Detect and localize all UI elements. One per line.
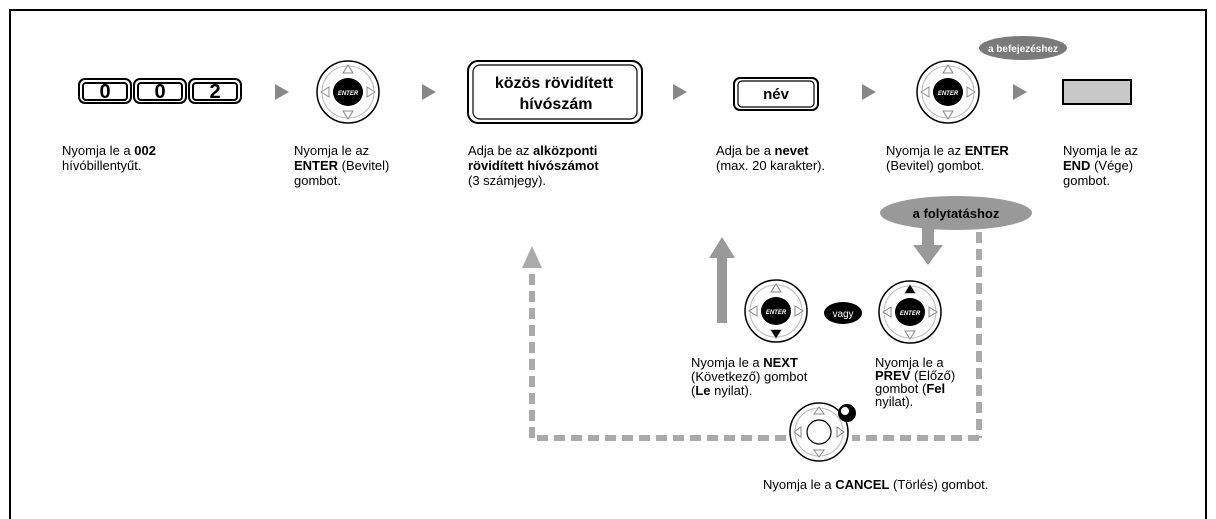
digit-key-3: 2 <box>188 78 242 104</box>
cancel-button-icon <box>838 404 856 422</box>
svg-text:hívószám: hívószám <box>520 96 593 113</box>
svg-text:0: 0 <box>99 81 110 103</box>
svg-text:0: 0 <box>154 81 165 103</box>
to-finish-badge: a befejezéshez <box>979 36 1067 60</box>
dashed-loop-line <box>529 232 982 441</box>
flow-arrow-1 <box>275 84 289 100</box>
svg-text:ENTER: ENTER <box>338 91 359 97</box>
svg-text:ENTER: ENTER <box>938 91 959 97</box>
flow-arrow-3 <box>673 84 687 100</box>
prev-caption: Nyomja le a PREV (Előző) gombot (Fel nyi… <box>875 355 956 409</box>
svg-text:közös rövidített: közös rövidített <box>495 75 614 92</box>
diagram-frame <box>9 9 1207 519</box>
svg-text:a befejezéshez: a befejezéshez <box>988 44 1058 55</box>
flow-arrow-2 <box>422 84 436 100</box>
enter-key-icon-2: ENTER <box>916 60 980 124</box>
to-continue-badge: a folytatáshoz <box>880 196 1032 230</box>
step2-caption: Nyomja le az ENTER (Bevitel) gombot. <box>294 143 390 188</box>
flow-arrow-4 <box>862 84 876 100</box>
cancel-caption: Nyomja le a CANCEL (Törlés) gombot. <box>763 477 989 492</box>
svg-text:a folytatáshoz: a folytatáshoz <box>913 206 1000 221</box>
svg-text:ENTER: ENTER <box>766 310 787 316</box>
speed-dial-box: közös rövidített hívószám <box>467 60 643 124</box>
step6-caption: Nyomja le az END (Vége) gombot. <box>1063 143 1139 188</box>
step3-caption: Adja be az alközponti rövidített hívószá… <box>468 143 599 188</box>
digit-key-2: 0 <box>133 78 187 104</box>
enter-key-icon: ENTER <box>316 60 380 124</box>
loop-arrow-up <box>522 246 542 268</box>
step5-caption: Nyomja le az ENTER (Bevitel) gombot. <box>886 143 1009 173</box>
flow-arrow-5 <box>1013 84 1027 100</box>
cancel-key-icon <box>789 402 849 462</box>
next-caption: Nyomja le a NEXT (Következő) gombot (Le … <box>691 355 808 398</box>
svg-text:vagy: vagy <box>832 309 853 320</box>
end-key <box>1062 79 1132 105</box>
step4-caption: Adja be a nevet (max. 20 karakter). <box>716 143 826 173</box>
next-return-arrow <box>709 237 735 323</box>
prev-key-icon: ENTER <box>878 280 942 344</box>
svg-text:2: 2 <box>209 81 220 103</box>
svg-text:ENTER: ENTER <box>900 311 921 317</box>
next-key-icon: ENTER <box>744 279 808 343</box>
step1-caption: Nyomja le a 002 hívóbillentyűt. <box>62 143 156 173</box>
or-badge: vagy <box>824 302 862 324</box>
digit-key-1: 0 <box>78 78 132 104</box>
name-box: név <box>733 77 819 111</box>
svg-text:név: név <box>763 86 790 103</box>
